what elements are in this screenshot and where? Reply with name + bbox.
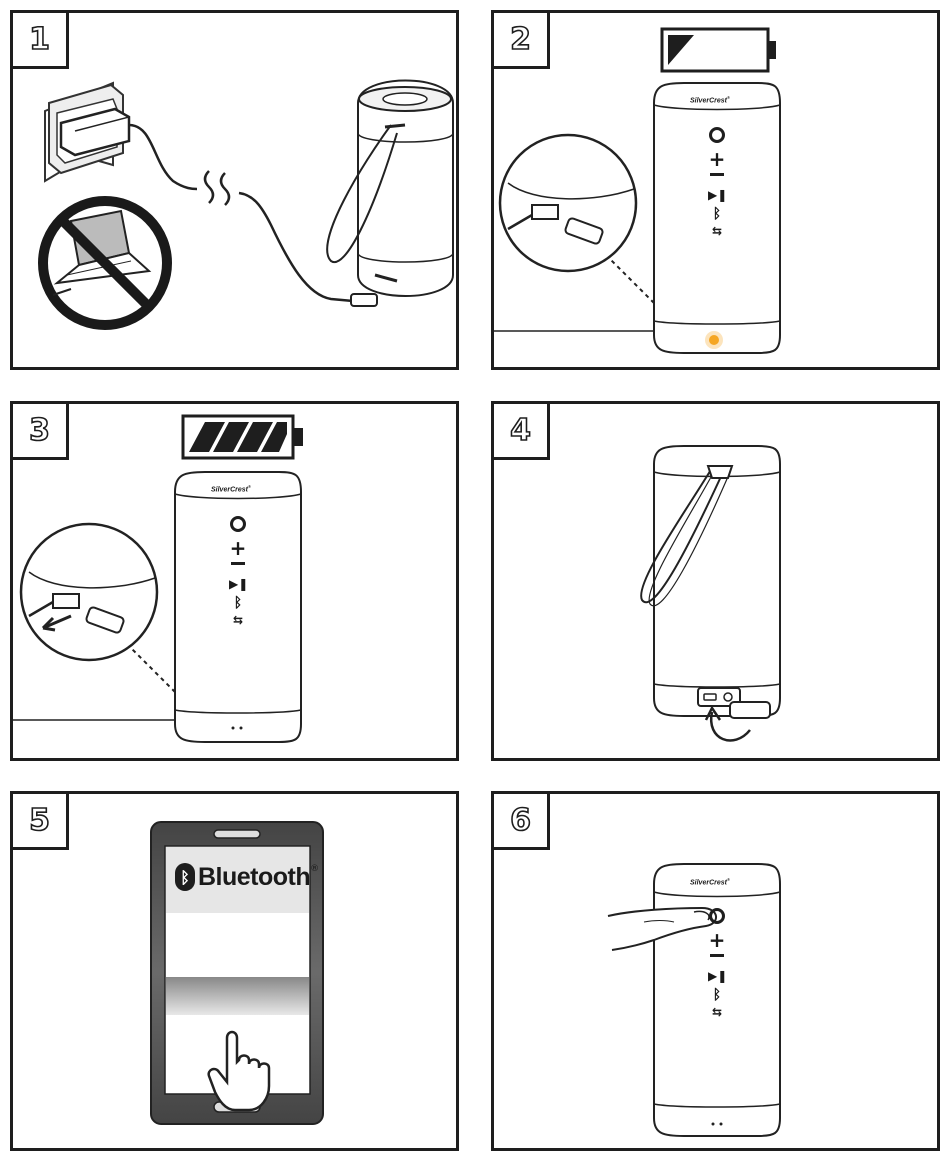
minus-icon <box>231 562 245 565</box>
battery-full-icon <box>183 416 303 458</box>
step-number: 2 <box>510 22 531 57</box>
plus-icon: + <box>708 151 726 167</box>
cable-break-icon <box>205 171 229 205</box>
speaker-button-column: + ▶❚ ᛒ ⇆ <box>708 908 726 1019</box>
brand-label: SilverCrest® <box>690 95 730 104</box>
step-number-badge: 5 <box>13 794 69 850</box>
bluetooth-label: Bluetooth <box>198 863 310 892</box>
step-1-panel: 1 <box>10 10 459 370</box>
step-3-panel: SilverCrest® + ▶❚ ᛒ ⇆ 3 <box>10 401 459 761</box>
port-zoom-icon <box>500 135 636 271</box>
step-2-panel: SilverCrest® + ▶❚ ᛒ ⇆ 2 <box>491 10 940 370</box>
link-arrows-icon: ⇆ <box>229 613 247 627</box>
step-1-illustration <box>13 13 459 370</box>
brand-label: SilverCrest® <box>690 877 730 886</box>
battery-low-icon <box>662 29 776 71</box>
micro-usb-plug-icon <box>351 294 377 306</box>
step-number: 3 <box>29 413 50 448</box>
step-5-panel: ᛒ Bluetooth ® 5 <box>10 791 459 1151</box>
usb-cable-far <box>239 193 353 301</box>
step-number: 5 <box>29 803 50 838</box>
minus-icon <box>710 173 724 176</box>
bluetooth-trademark: ® <box>310 864 319 874</box>
play-pause-icon: ▶❚ <box>229 577 247 591</box>
bluetooth-icon: ᛒ <box>229 595 247 611</box>
link-arrows-icon: ⇆ <box>708 224 726 238</box>
bluetooth-logo-icon: ᛒ <box>175 863 195 891</box>
speaker-button-column: + ▶❚ ᛒ ⇆ <box>229 516 247 627</box>
power-icon <box>709 127 725 143</box>
step-number-badge: 6 <box>494 794 550 850</box>
plus-icon: + <box>229 540 247 556</box>
brand-text: SilverCrest <box>690 879 727 886</box>
brand-mark: ® <box>727 95 730 100</box>
step-6-panel: SilverCrest® + ▶❚ ᛒ ⇆ 6 <box>491 791 940 1151</box>
step-number-badge: 3 <box>13 404 69 460</box>
plus-icon: + <box>708 932 726 948</box>
step-5-illustration <box>13 794 459 1151</box>
step-number: 4 <box>510 413 531 448</box>
brand-text: SilverCrest <box>211 486 248 493</box>
speaker-button-column: + ▶❚ ᛒ ⇆ <box>708 127 726 238</box>
brand-label: SilverCrest® <box>211 484 251 493</box>
step-4-panel: 4 <box>491 401 940 761</box>
speaker-icon <box>327 81 453 297</box>
play-pause-icon: ▶❚ <box>708 969 726 983</box>
bluetooth-icon: ᛒ <box>708 987 726 1003</box>
usb-cable <box>129 125 197 189</box>
step-number-badge: 1 <box>13 13 69 69</box>
minus-icon <box>710 954 724 957</box>
power-icon <box>230 516 246 532</box>
bluetooth-icon: ᛒ <box>708 206 726 222</box>
step-number: 1 <box>29 22 50 57</box>
no-laptop-icon <box>43 201 167 325</box>
bluetooth-header: ᛒ Bluetooth ® <box>175 862 319 892</box>
brand-mark: ® <box>727 877 730 882</box>
play-pause-icon: ▶❚ <box>708 188 726 202</box>
link-arrows-icon: ⇆ <box>708 1005 726 1019</box>
step-number: 6 <box>510 803 531 838</box>
step-number-badge: 4 <box>494 404 550 460</box>
brand-text: SilverCrest <box>690 97 727 104</box>
brand-mark: ® <box>248 484 251 489</box>
pairing-list-item[interactable] <box>166 977 309 1015</box>
power-button[interactable] <box>709 908 725 924</box>
port-zoom-icon <box>21 524 157 660</box>
step-4-illustration <box>494 404 940 761</box>
step-number-badge: 2 <box>494 13 550 69</box>
